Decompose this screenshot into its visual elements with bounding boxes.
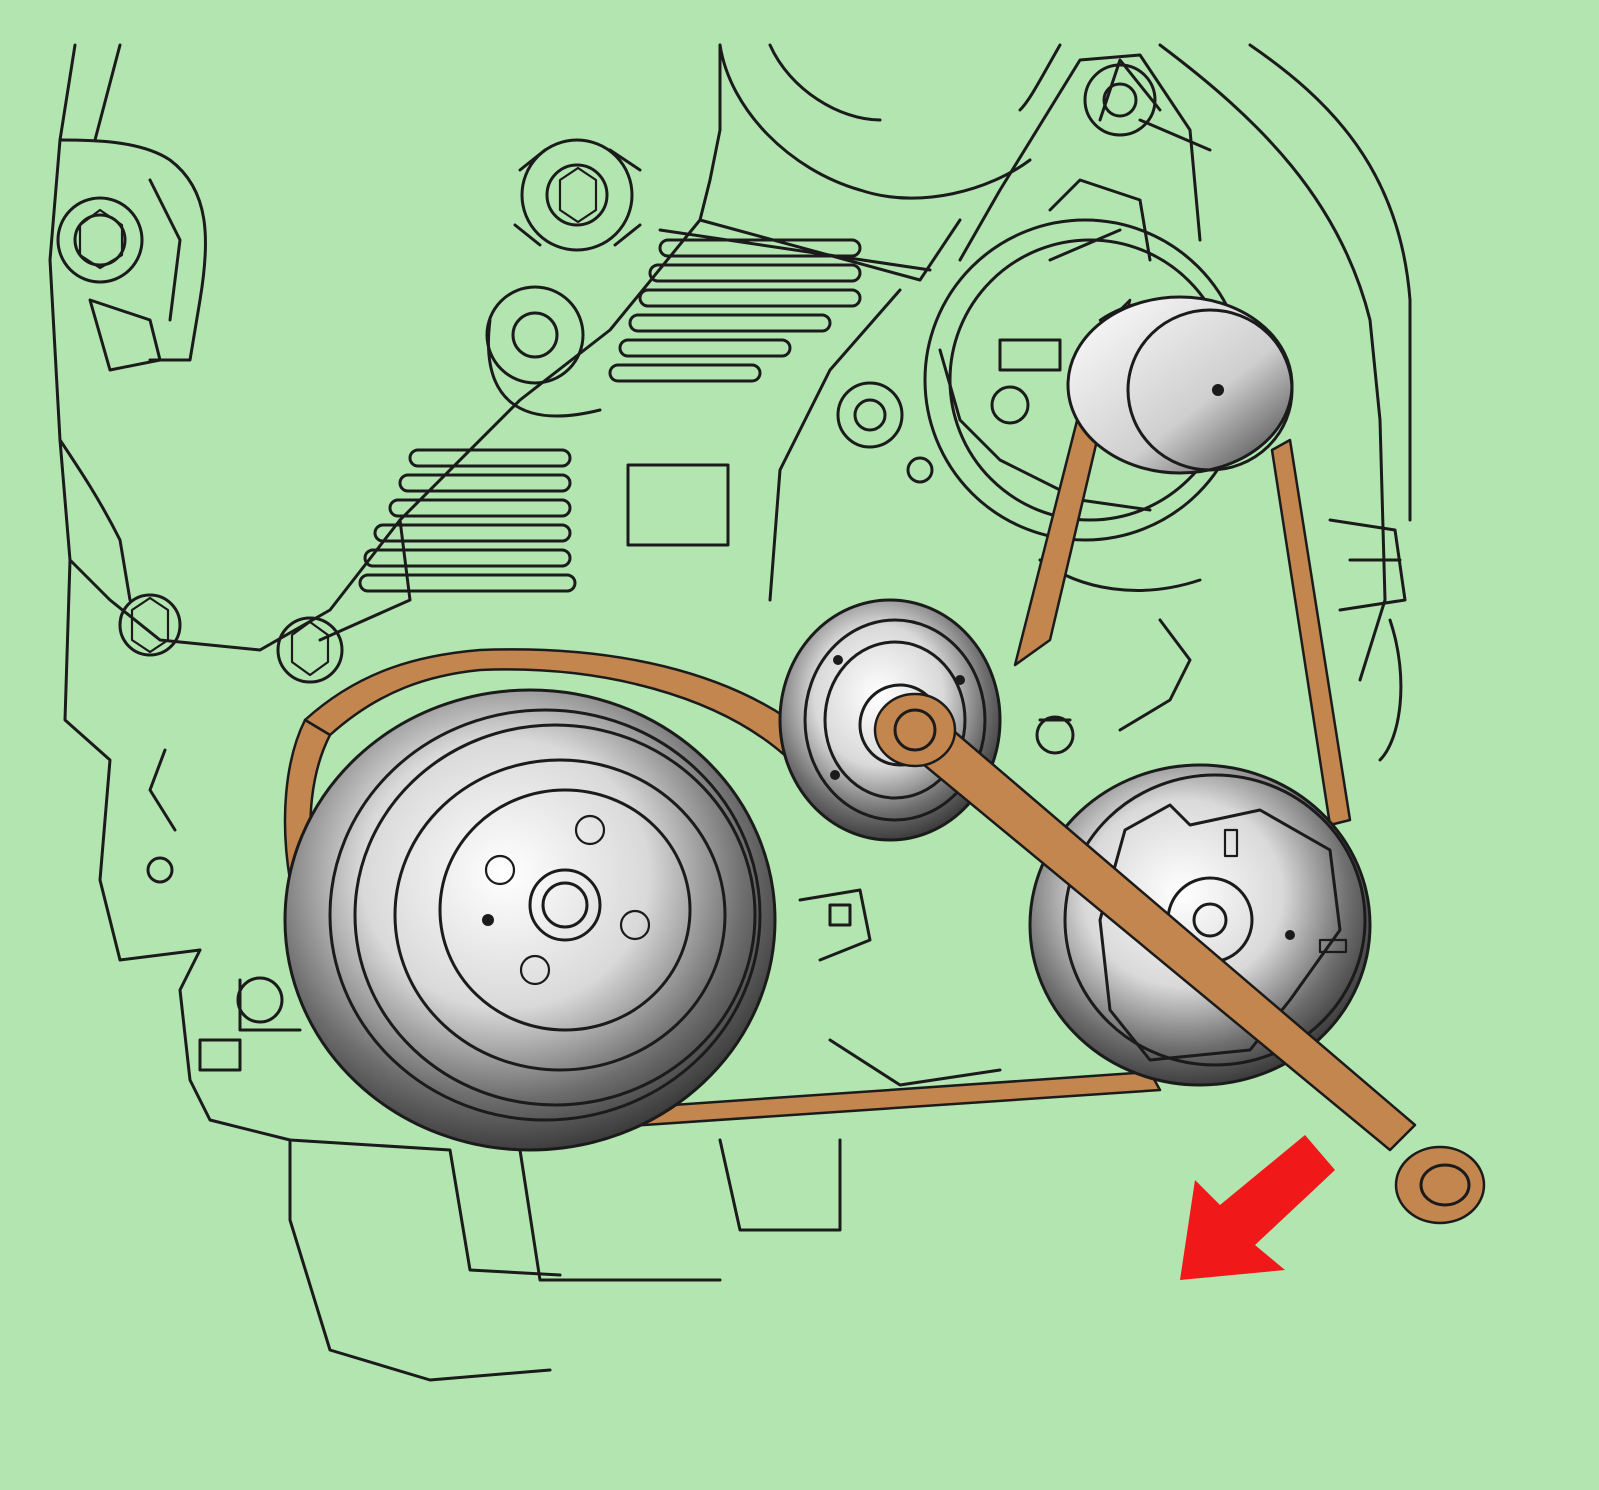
vent-slots-upper — [608, 238, 862, 383]
ring-wrench — [873, 692, 1486, 1225]
pump-pulley — [1028, 763, 1372, 1087]
alternator-pulley — [1066, 295, 1294, 475]
vent-slots-lower — [358, 448, 577, 593]
arrow-down-left-icon — [1180, 1135, 1335, 1280]
crankshaft-pulley — [283, 688, 777, 1152]
engine-block-outline — [48, 43, 1412, 1382]
